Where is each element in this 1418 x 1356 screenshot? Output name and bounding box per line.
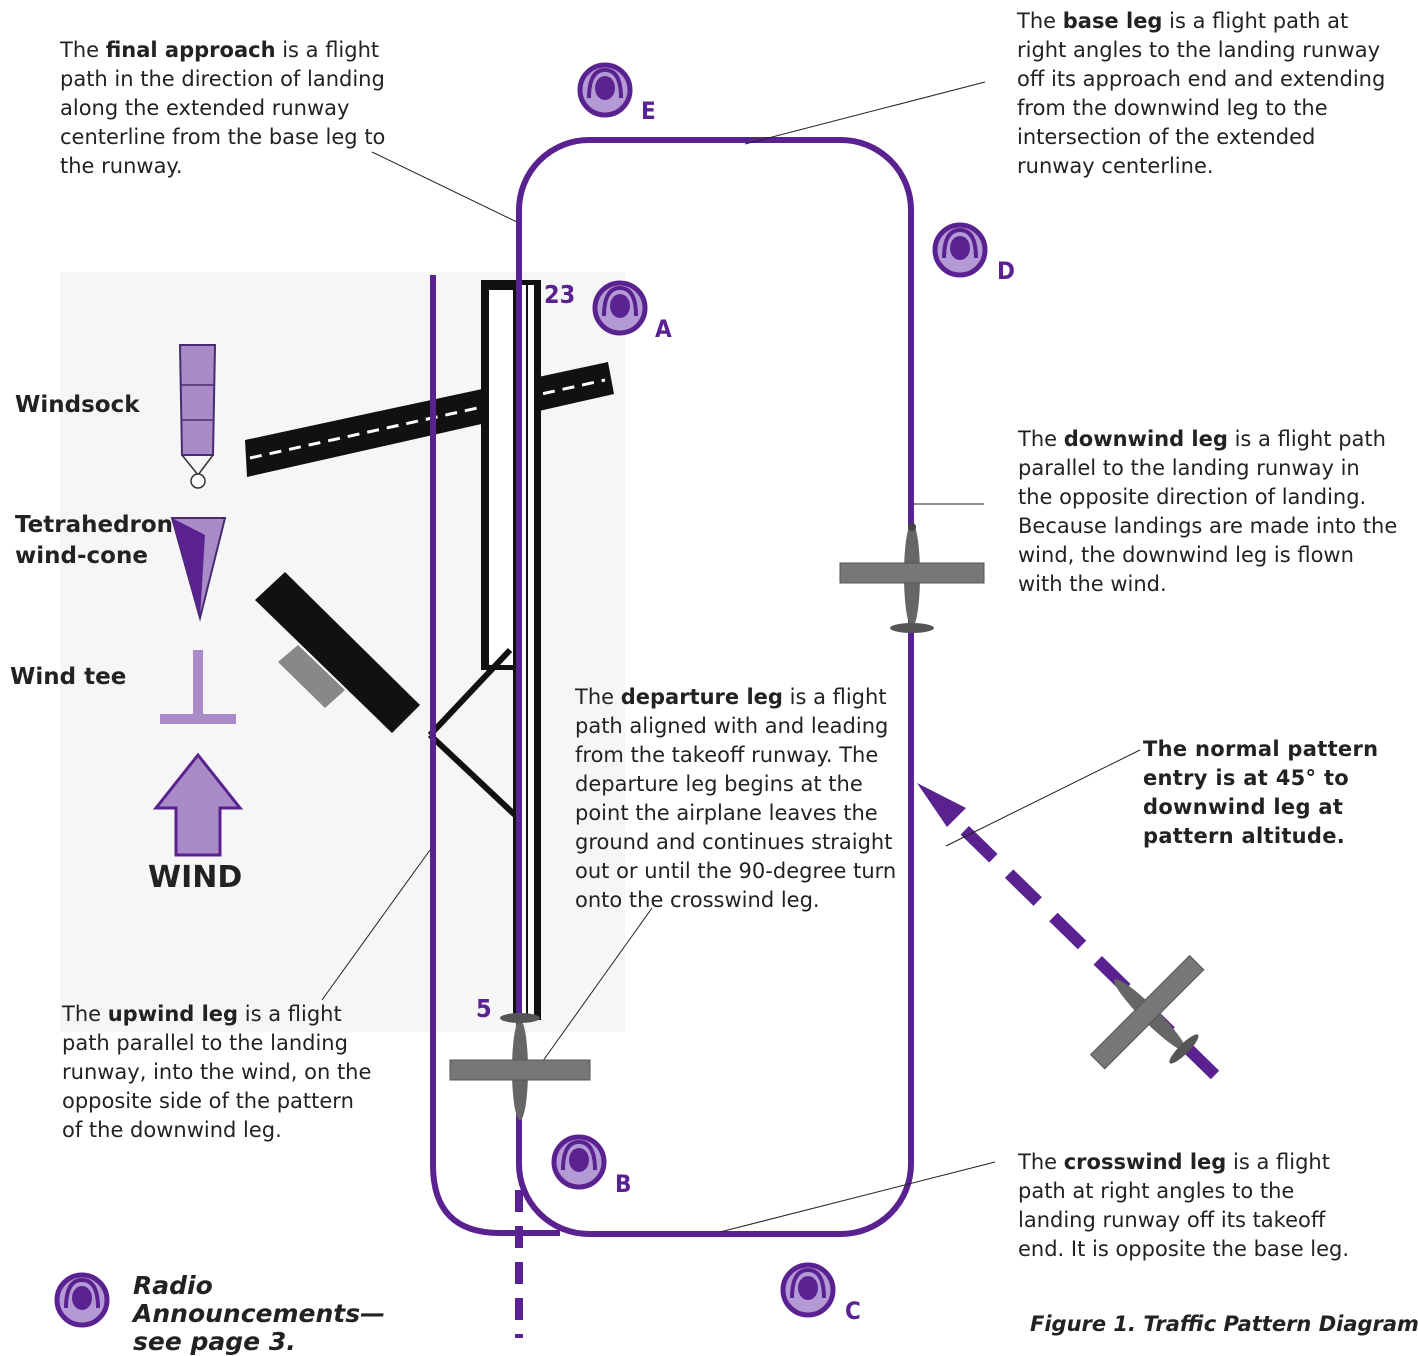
figure-caption: Figure 1. Traffic Pattern Diagram bbox=[1030, 1312, 1418, 1336]
traffic-pattern-track bbox=[516, 137, 914, 1237]
crosswind-leg-annotation: The crosswind leg is a flight path at ri… bbox=[1018, 1150, 1350, 1261]
headset-icon-legend bbox=[54, 1272, 110, 1328]
wind-tee-label: Wind tee bbox=[10, 664, 127, 690]
final-approach-annotation: The final approach is a flight path in t… bbox=[60, 38, 386, 178]
headset-icon-a bbox=[592, 280, 648, 336]
taxiway-block bbox=[278, 645, 345, 708]
tetrahedron-label: Tetrahedron wind-cone bbox=[15, 512, 174, 569]
radio-icons bbox=[54, 62, 988, 1328]
upwind-leg-annotation: The upwind leg is a flight path parallel… bbox=[62, 1002, 372, 1142]
taxiway-parallel bbox=[481, 280, 521, 670]
base-leg-annotation: The base leg is a flight path at right a… bbox=[1017, 9, 1386, 178]
pattern-entry-annotation: The normal pattern entry is at 45° to do… bbox=[1143, 737, 1379, 848]
leader-lines bbox=[321, 81, 1141, 1233]
runway-number-top: 23 bbox=[544, 280, 576, 309]
runway-diagonal-southeast bbox=[255, 572, 420, 733]
windsock-label: Windsock bbox=[15, 392, 140, 418]
wind-arrow-icon bbox=[152, 752, 244, 857]
taxiway-connector-1 bbox=[427, 647, 513, 738]
airplane-downwind-icon bbox=[839, 523, 985, 633]
radio-point-c: C bbox=[845, 1297, 861, 1325]
airplane-entry-icon bbox=[1089, 954, 1205, 1070]
departure-leg-annotation: The departure leg is a flight path align… bbox=[575, 685, 897, 912]
radio-point-b: B bbox=[615, 1170, 632, 1198]
headset-icon-b bbox=[551, 1134, 607, 1190]
tetrahedron-icon bbox=[170, 517, 227, 622]
taxiway-connector-2 bbox=[427, 732, 518, 818]
wind-label: WIND bbox=[148, 860, 243, 895]
runway-number-bottom: 5 bbox=[476, 994, 492, 1023]
pattern-entry-arrowhead bbox=[917, 783, 966, 827]
upwind-leg-track bbox=[430, 275, 560, 1236]
radio-point-a: A bbox=[655, 315, 672, 343]
windsock-icon bbox=[178, 344, 217, 489]
downwind-leg-annotation: The downwind leg is a flight path parall… bbox=[1018, 427, 1398, 596]
radio-point-d: D bbox=[997, 257, 1015, 285]
radio-point-e: E bbox=[641, 97, 656, 125]
wind-tee-icon bbox=[160, 650, 236, 724]
headset-icon-d bbox=[932, 222, 988, 278]
airplane-departure-icon bbox=[449, 1013, 591, 1120]
headset-icon-e bbox=[577, 62, 633, 118]
radio-announcements-note: Radio Announcements— see page 3. bbox=[133, 1271, 386, 1356]
headset-icon-c bbox=[780, 1262, 836, 1318]
